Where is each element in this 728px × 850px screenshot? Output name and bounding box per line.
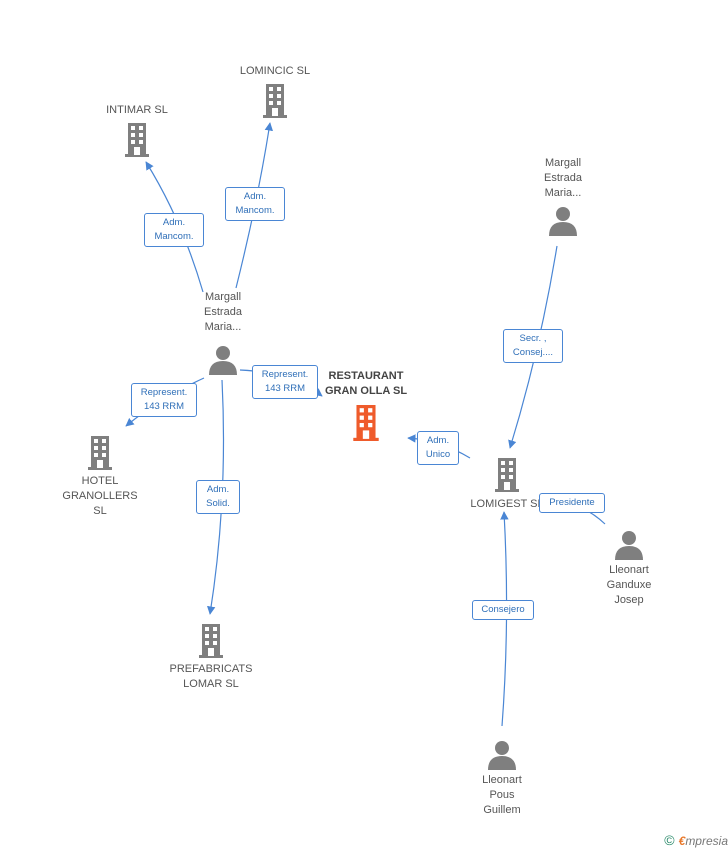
brand-logo-text: mpresia [685, 834, 728, 848]
brand-watermark: ©€mpresia [664, 832, 728, 848]
edge-label-represent[interactable]: Represent. 143 RRM [131, 383, 197, 417]
building-icon [199, 624, 223, 658]
edge-label-represent[interactable]: Represent. 143 RRM [252, 365, 318, 399]
node-lleonart-pous[interactable]: Lleonart Pous Guillem [462, 740, 542, 818]
person-icon [209, 346, 237, 375]
brand-logo-letter: € [678, 834, 686, 848]
building-icon [88, 436, 112, 470]
edge-label-adm-mancom[interactable]: Adm. Mancom. [225, 187, 285, 221]
person-icon [615, 531, 643, 560]
edge-label-secr-consej[interactable]: Secr. , Consej.... [503, 329, 563, 363]
node-label: Lleonart Ganduxe Josep [606, 564, 652, 606]
edge-label-presidente[interactable]: Presidente [539, 493, 605, 513]
node-label: LOMIGEST SL [470, 498, 544, 510]
node-restaurant[interactable]: RESTAURANT GRAN OLLA SL [318, 369, 414, 441]
building-icon [125, 123, 149, 157]
node-margall-mid[interactable]: Margall Estrada Maria... [183, 290, 263, 375]
person-icon [488, 741, 516, 770]
node-lleonart-ganduxe[interactable]: Lleonart Ganduxe Josep [589, 530, 669, 608]
building-icon [353, 405, 379, 441]
node-label: Margall Estrada Maria... [204, 291, 242, 333]
node-label: RESTAURANT GRAN OLLA SL [324, 370, 408, 397]
node-label: HOTEL GRANOLLERS SL [62, 475, 138, 517]
node-label: INTIMAR SL [106, 104, 168, 116]
building-icon [263, 84, 287, 118]
node-margall-top[interactable]: Margall Estrada Maria... [523, 156, 603, 236]
copyright-icon: © [664, 832, 675, 848]
node-intimar[interactable]: INTIMAR SL [97, 103, 177, 157]
node-lomincic[interactable]: LOMINCIC SL [235, 64, 315, 118]
node-label: PREFABRICATS LOMAR SL [169, 663, 253, 690]
node-label: Lleonart Pous Guillem [482, 774, 522, 816]
edge-label-adm-mancom[interactable]: Adm. Mancom. [144, 213, 204, 247]
node-label: LOMINCIC SL [239, 65, 311, 77]
edge-label-adm-unico[interactable]: Adm. Unico [417, 431, 459, 465]
person-icon [549, 207, 577, 236]
node-label: Margall Estrada Maria... [544, 157, 582, 199]
edge-label-consejero[interactable]: Consejero [472, 600, 534, 620]
edge-label-adm-solid[interactable]: Adm. Solid. [196, 480, 240, 514]
node-hotel[interactable]: HOTEL GRANOLLERS SL [59, 436, 141, 519]
node-prefabricats[interactable]: PREFABRICATS LOMAR SL [166, 624, 256, 692]
building-icon [495, 458, 519, 492]
